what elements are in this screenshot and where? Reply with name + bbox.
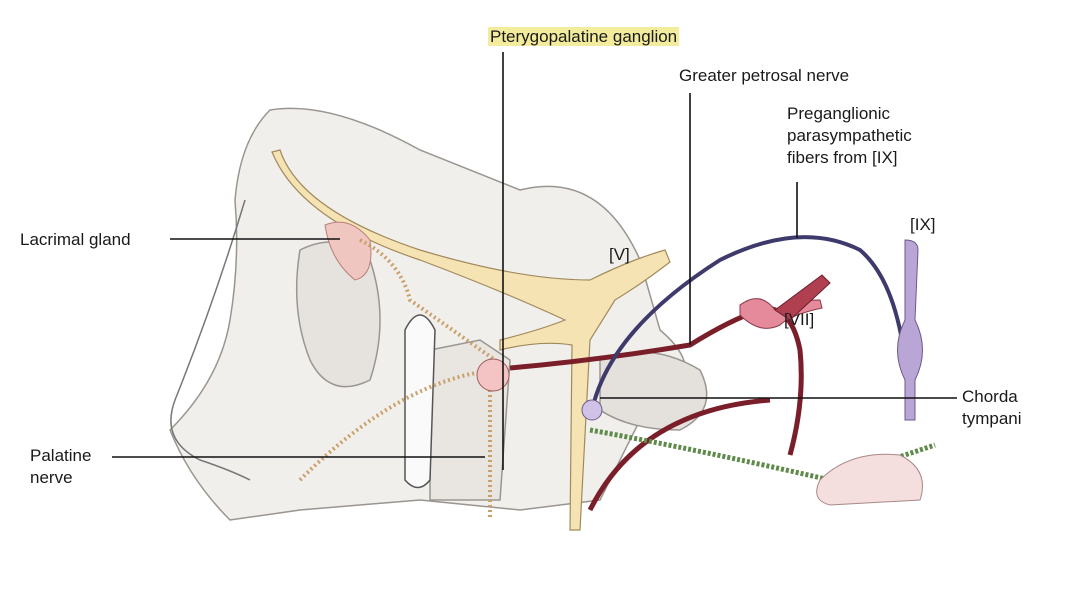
postganglionic-fibers	[298, 238, 497, 520]
nerve-ix-label: [IX]	[910, 215, 936, 234]
lacrimal-gland-label: Lacrimal gland	[20, 230, 131, 249]
otic-ganglion-shape	[581, 399, 603, 421]
palatine-line1: Palatine	[30, 446, 92, 465]
pterygopalatine-ganglion-shape	[476, 358, 510, 392]
ix-nerve-shape	[897, 239, 923, 421]
palatine-nerve-label: Palatine nerve	[30, 445, 91, 489]
nasal-profile	[170, 199, 251, 481]
nerve-vii-label: [VII]	[784, 310, 815, 329]
facial-nerve-stump	[774, 274, 831, 321]
leader-lines	[112, 52, 957, 470]
preganglionic-label: Preganglionic parasympathetic fibers fro…	[787, 103, 912, 169]
glossopharyngeal-fibers	[590, 235, 907, 411]
chorda-tympani-label: Chorda tympani	[962, 386, 1022, 430]
chorda-line2: tympani	[962, 409, 1022, 428]
greater-petrosal-nerve-label: Greater petrosal nerve	[679, 66, 850, 85]
preganglionic-line3: fibers from [IX]	[787, 148, 898, 167]
chorda-line1: Chorda	[962, 387, 1018, 406]
nerve-v-label: [V]	[609, 245, 630, 264]
pterygoid-plate	[404, 314, 436, 489]
preganglionic-line1: Preganglionic	[787, 104, 891, 123]
palatine-line2: nerve	[30, 468, 73, 487]
submandibular-gland-shape	[816, 453, 923, 506]
preganglionic-line2: parasympathetic	[787, 126, 912, 145]
lacrimal-gland-shape	[324, 221, 372, 281]
pterygopalatine-ganglion-label: Pterygopalatine ganglion	[488, 27, 680, 46]
chorda-tympani-fibers	[589, 427, 936, 483]
trigeminal-nerve-v	[271, 149, 671, 531]
